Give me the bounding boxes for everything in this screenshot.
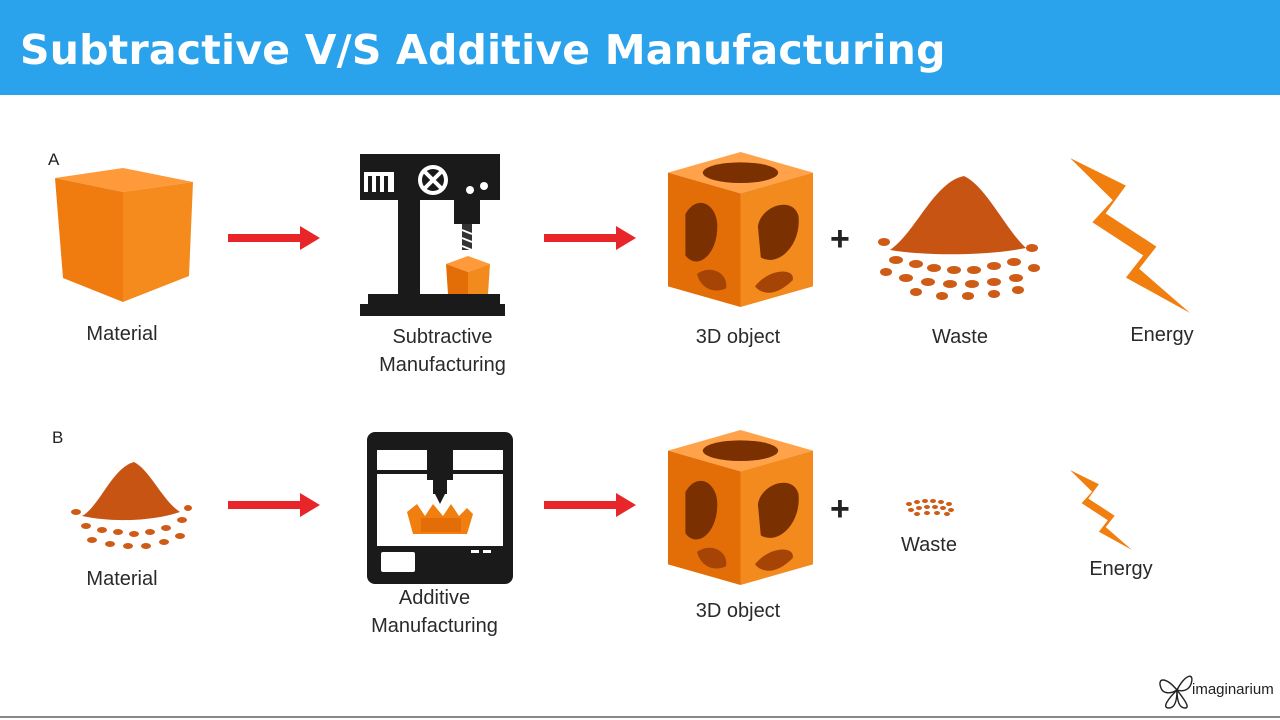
drill-press-icon [360, 154, 505, 316]
page-title: Subtractive V/S Additive Manufacturing [20, 26, 946, 74]
row-a-process-line2: Manufacturing [379, 354, 506, 376]
row-a-process-line1: Subtractive [392, 326, 493, 348]
row-b-plus-sign: + [830, 490, 850, 528]
row-b-material-label: Material [86, 568, 158, 590]
bottom-border [0, 716, 1280, 718]
row-b-process-line1: Additive [398, 587, 471, 609]
row-a-arrow-1 [228, 226, 320, 250]
row-a-3d-object-icon [668, 152, 813, 307]
large-energy-bolt-icon [1070, 158, 1190, 313]
row-b-process-line2: Manufacturing [371, 615, 498, 637]
row-b-energy-label: Energy [1089, 558, 1153, 580]
row-a-object-label: 3D object [695, 326, 781, 348]
row-b-arrow-2 [544, 493, 636, 517]
row-a-letter: A [48, 150, 60, 169]
row-a-waste-label: Waste [932, 326, 988, 348]
row-a-energy-label: Energy [1130, 324, 1194, 346]
material-cube-icon [55, 168, 193, 302]
logo-text: imaginarium [1192, 681, 1274, 698]
row-a-process-label: Subtractive Manufacturing [355, 323, 530, 379]
large-waste-pile-icon [878, 176, 1040, 300]
small-energy-bolt-icon [1070, 470, 1132, 550]
row-b-process-label: Additive Manufacturing [347, 584, 522, 640]
row-b-arrow-1 [228, 493, 320, 517]
row-a-plus-sign: + [830, 220, 850, 258]
row-b-waste-label: Waste [901, 534, 957, 556]
small-waste-pile-icon [906, 499, 954, 516]
row-b-letter: B [52, 428, 64, 447]
3d-printer-icon [367, 432, 513, 584]
row-b-object-label: 3D object [695, 600, 781, 622]
title-banner: Subtractive V/S Additive Manufacturing [0, 0, 1280, 95]
material-powder-pile-icon [71, 462, 192, 549]
butterfly-logo-icon [1159, 675, 1193, 709]
row-a-material-label: Material [86, 323, 158, 345]
row-a-arrow-2 [544, 226, 636, 250]
row-b-3d-object-icon [668, 430, 813, 585]
